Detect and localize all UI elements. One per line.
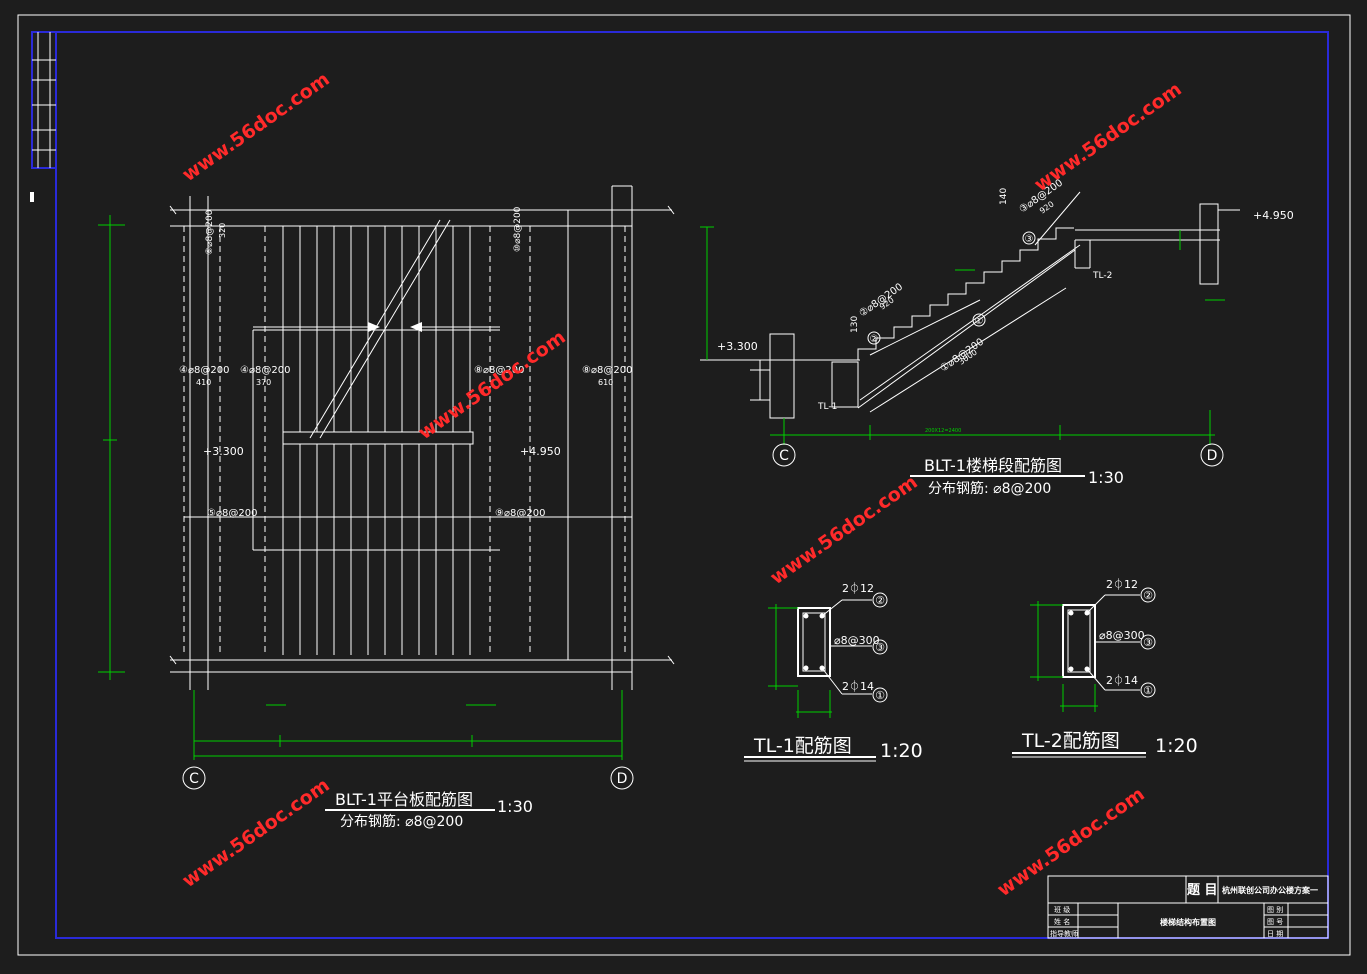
tl2-stirrup: ⌀8@300	[1099, 629, 1145, 642]
section-scale: 1:30	[1088, 468, 1124, 487]
plan-dim-320: 320	[218, 223, 227, 238]
tl1-mark-3: ③	[875, 641, 885, 654]
bar-4b-length: 370	[256, 378, 271, 387]
section-note: 分布钢筋: ⌀8@200	[928, 480, 1051, 497]
plan-note: 分布钢筋: ⌀8@200	[340, 813, 463, 830]
bar-4b-label: ④⌀8@200	[240, 365, 290, 376]
plan-axis-d: D	[617, 771, 628, 787]
outer-border	[17, 14, 1351, 956]
tb-advisor: 指导教师	[1050, 929, 1078, 938]
plan-steps	[282, 226, 471, 655]
plan-axis-c: C	[189, 771, 199, 787]
section-view: +3.300 +4.950 ①⌀8@200 3000 ②⌀8@200 920 ③…	[700, 178, 1294, 497]
tl1-top-bar: 2⏀12	[842, 581, 874, 595]
bar-8b-length: 610	[598, 378, 613, 387]
tl1-stirrup: ⌀8@300	[834, 634, 880, 647]
tl2-bottom-bar: 2⏀14	[1106, 673, 1138, 687]
watermark: www.56doc.com	[178, 774, 333, 892]
bar-5-label: ⑤⌀8@200	[207, 508, 257, 519]
section-circle-2: ②	[870, 334, 879, 345]
bar-6-top-label: ⑥⌀8@200	[205, 209, 215, 255]
bar-9-label: ⑨⌀8@200	[495, 508, 545, 519]
tl2-title: TL-2配筋图	[1021, 730, 1120, 752]
tb-date: 日 期	[1267, 930, 1283, 938]
plan-elev-right: +4.950	[520, 445, 561, 458]
sheet-frame	[17, 14, 1351, 956]
section-axis-d: D	[1207, 448, 1218, 464]
tb-drawing-name: 楼梯结构布置图	[1160, 917, 1216, 927]
watermark: www.56doc.com	[766, 471, 921, 589]
plan-view: ④⌀8@200 410 ④⌀8@200 370 ⑧⌀8@200 ⑧⌀8@200 …	[98, 185, 675, 830]
section-axis-c: C	[779, 448, 789, 464]
inner-border	[55, 31, 1329, 939]
tl1-title: TL-1配筋图	[753, 735, 852, 757]
section-elev-high: +4.950	[1253, 209, 1294, 222]
section-title: BLT-1楼梯段配筋图	[924, 456, 1062, 475]
tl2-top-bar: 2⏀12	[1106, 577, 1138, 591]
tl2-detail: 2⏀12 ⌀8@300 2⏀14 ② ③ ① TL-2配筋图 1:20	[1012, 577, 1198, 758]
tl1-detail: 2⏀12 ⌀8@300 2⏀14 ② ③ ① TL-1配筋图 1:20	[744, 581, 923, 762]
tl1-mark-1: ①	[875, 689, 885, 702]
stair-profile	[857, 227, 1074, 360]
section-dim-130: 130	[850, 316, 860, 333]
tl1-mark-2: ②	[875, 594, 885, 607]
watermark: www.56doc.com	[1030, 78, 1185, 196]
section-elev-low: +3.300	[717, 340, 758, 353]
tl1-scale: 1:20	[880, 740, 923, 762]
tl1-callout: TL-1	[817, 402, 837, 412]
tl2-mark-2: ②	[1143, 589, 1153, 602]
tl2-mark-1: ①	[1143, 684, 1153, 697]
watermark: www.56doc.com	[178, 68, 333, 186]
section-dim-steps: 200X12=2400	[925, 428, 961, 434]
tl2-mark-3: ③	[1143, 636, 1153, 649]
watermark: www.56doc.com	[993, 783, 1148, 901]
tb-type: 图 别	[1267, 905, 1283, 914]
watermark: www.56doc.com	[414, 326, 569, 444]
bar-10-top-label: ⑩⌀8@200	[513, 206, 523, 252]
bar-8b-label: ⑧⌀8@200	[582, 365, 632, 376]
tb-class: 班 级	[1054, 905, 1070, 914]
plan-scale: 1:30	[497, 797, 533, 816]
plan-elev-left: +3.300	[203, 445, 244, 458]
tb-topic-label: 题 目	[1187, 883, 1218, 898]
tl2-scale: 1:20	[1155, 735, 1198, 757]
bar-8a-label: ⑧⌀8@200	[474, 365, 524, 376]
bar-4a-label: ④⌀8@200	[179, 365, 229, 376]
tb-name: 姓 名	[1054, 917, 1070, 926]
tl2-callout: TL-2	[1092, 271, 1112, 281]
binding-strip	[31, 31, 57, 169]
tb-number: 图 号	[1267, 918, 1283, 926]
section-circle-3: ③	[1025, 234, 1034, 245]
section-circle-1: ①	[975, 316, 984, 327]
section-bar-2: ②⌀8@200	[857, 282, 905, 320]
title-block: 题 目 杭州联创公司办公楼方案一 楼梯结构布置图 班 级 姓 名 指导教师 图 …	[1047, 875, 1329, 939]
section-dim-140: 140	[999, 188, 1009, 205]
bar-4a-length: 410	[196, 378, 211, 387]
tb-project: 杭州联创公司办公楼方案一	[1222, 885, 1318, 895]
plan-title: BLT-1平台板配筋图	[335, 790, 473, 809]
tl1-bottom-bar: 2⏀14	[842, 679, 874, 693]
